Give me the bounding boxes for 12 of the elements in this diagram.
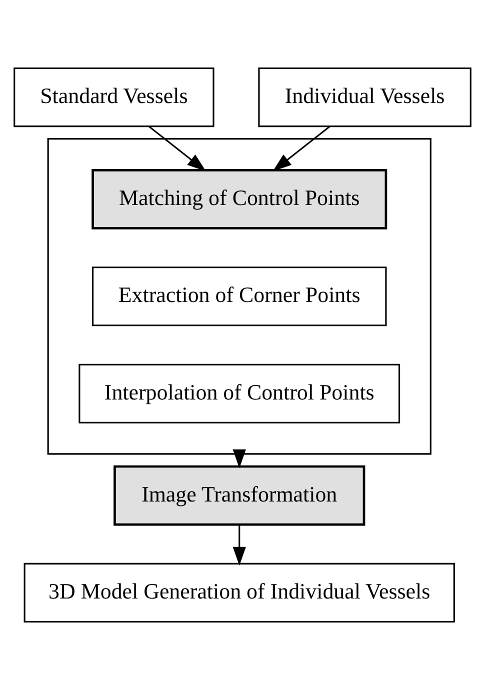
node-box: Standard Vessels [14, 66, 214, 127]
node-box: 3D Model Generation of Individual Vessels [24, 562, 455, 622]
cluster [47, 138, 432, 454]
node-box: Interpolation of Control Points [78, 363, 400, 423]
arrow [232, 448, 246, 468]
node-box: Extraction of Corner Points [92, 266, 387, 326]
arrow [232, 524, 246, 566]
node-box: Individual Vessels [258, 66, 472, 127]
node-box: Image Transformation [114, 464, 366, 526]
node-box: Matching of Control Points [92, 168, 388, 229]
arrow [148, 125, 206, 171]
arrow [272, 125, 330, 171]
